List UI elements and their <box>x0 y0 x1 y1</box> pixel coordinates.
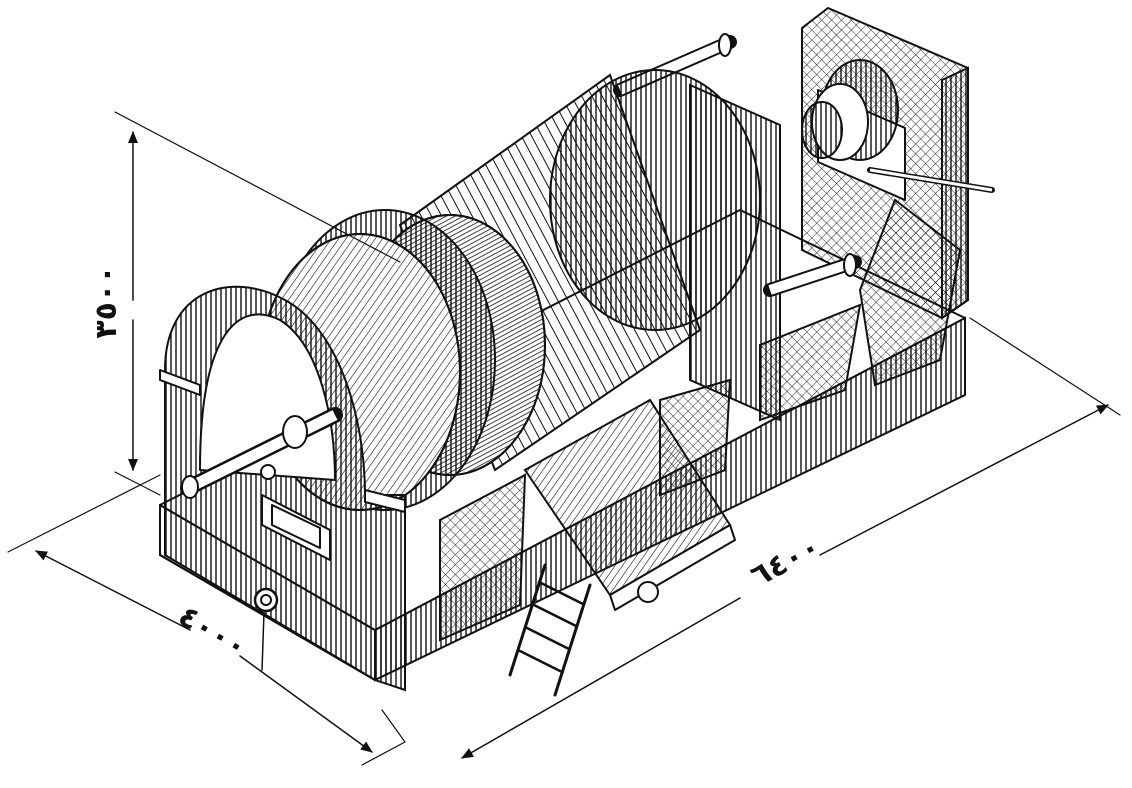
height-dimension-label: ٣٥٠٠ <box>89 265 124 338</box>
length-extension-right <box>969 317 1121 416</box>
length-arrow-right <box>819 404 1109 556</box>
height-extension-bottom <box>114 471 161 496</box>
height-extension-top <box>114 111 401 263</box>
length-dimension-label: ٦٤٠٠ <box>745 529 826 594</box>
exciter-unit <box>801 59 995 193</box>
service-platform <box>439 398 736 642</box>
dimension-lines <box>7 111 1121 766</box>
side-valve <box>253 587 279 671</box>
front-housing <box>159 285 406 692</box>
width-arrow-left <box>35 550 191 631</box>
length-arrow-left <box>461 597 741 759</box>
width-extension-left <box>7 474 161 553</box>
width-arrow-right <box>239 655 373 753</box>
access-ladder <box>508 563 592 697</box>
width-extension-right <box>361 741 406 766</box>
width-dimension-label: ٤٠٠٠ <box>172 598 253 665</box>
length-extension-left <box>381 709 406 743</box>
front-shaft <box>180 407 343 499</box>
